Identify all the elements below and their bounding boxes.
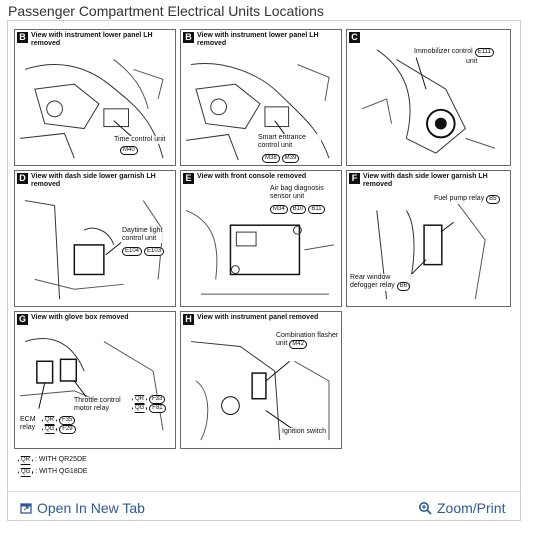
throttle-relay-codes: QR F33 QG F81 [131,395,169,413]
flasher-unit-label: Combination flasher unit M42 [275,332,341,349]
ecm-relay-codes: QR F35 QG F29 [41,416,79,434]
panel-b-time-control: B View with instrument lower panel LH re… [14,29,176,166]
panel-e-badge: E [183,173,194,184]
panel-e-airbag: E View with front console removed Air ba… [180,170,342,307]
zoom-print-label: Zoom/Print [437,500,506,516]
legend-row-qr: QR : WITH QR25DE [18,454,87,466]
ignition-switch-label: Ignition switch [281,428,327,436]
panel-f-relays: F View with dash side lower garnish LH r… [346,170,511,307]
page-title: Passenger Compartment Electrical Units L… [8,3,324,19]
panel-g-badge: G [17,314,28,325]
panel-b-smart-entrance: B View with instrument lower panel LH re… [180,29,342,166]
panel-h-ignition: H View with instrument panel removed Com… [180,311,342,449]
immobilizer-unit-label: unit [465,58,479,66]
panel-h-title: View with instrument panel removed [197,314,319,321]
image-footer: Open In New Tab Zoom/Print [7,491,521,522]
open-new-tab-button[interactable]: Open In New Tab [20,500,145,516]
panel-f-title: View with dash side lower garnish LH rem… [363,173,488,188]
diagram-image[interactable]: B View with instrument lower panel LH re… [14,29,511,479]
panel-e-airbag-art [185,209,335,295]
panel-d-badge: D [17,173,28,184]
panel-h-badge: H [183,314,194,325]
throttle-relay-label: Throttle control motor relay [73,397,131,413]
open-new-tab-label: Open In New Tab [37,500,145,516]
panel-g-title: View with glove box removed [31,314,129,321]
rear-defogger-relay-label: Rear window defogger relay B6 [349,274,421,291]
fuel-pump-relay-label: Fuel pump relay B5 [433,195,503,204]
panel-b-smart-entrance-art [186,63,330,161]
panel-d-daytime-light: D View with dash side lower garnish LH r… [14,170,176,307]
time-control-unit-label: Time control unit [113,136,167,144]
panel-b-title: View with instrument lower panel LH remo… [31,32,153,47]
panel-h-ignition-art [190,341,330,441]
panel-c-immobilizer: C Immobilizer control E111 unit [346,29,511,166]
panel-e-title: View with front console removed [197,173,307,180]
open-tab-icon [20,503,32,514]
panel-b2-badge: B [183,32,194,43]
panel-d-title: View with dash side lower garnish LH rem… [31,173,156,188]
zoom-print-button[interactable]: Zoom/Print [418,500,505,516]
panel-c-immobilizer-art [361,49,496,154]
panel-g-glovebox: G View with glove box removed Throttle c… [14,311,176,449]
legend-row-qg: QG : WITH QG18DE [18,466,87,478]
panel-c-badge: C [349,32,360,43]
panel-b-time-control-art [20,59,164,159]
airbag-sensor-label: Air bag diagnosis sensor unit [269,185,337,201]
daytime-light-label: Daytime light control unit [121,227,171,243]
m40-connector: M40 [119,146,141,155]
panel-b-badge: B [17,32,28,43]
panel-b2-title: View with instrument lower panel LH remo… [197,32,319,47]
panel-f-badge: F [349,173,360,184]
zoom-icon [419,502,432,515]
smart-entrance-label: Smart entrance control unit [257,134,321,150]
immobilizer-label: Immobilizer control E111 [413,48,497,57]
ecm-relay-label: ECM relay [19,416,41,432]
engine-legend: QR : WITH QR25DE QG : WITH QG18DE [18,454,87,478]
